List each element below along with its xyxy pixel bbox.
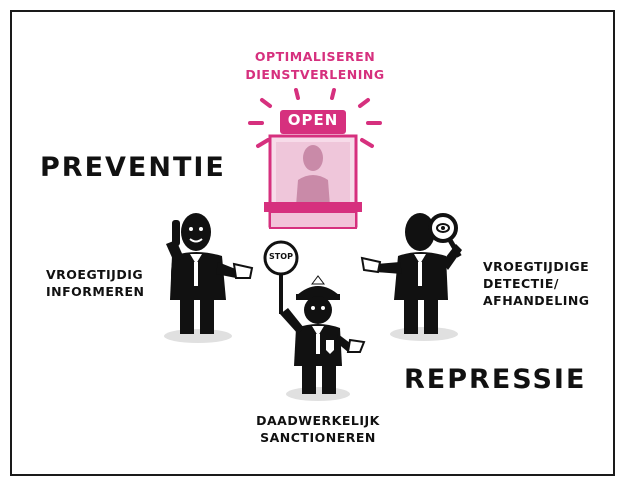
service-booth: [248, 88, 382, 229]
label-detectie-line1: VROEGTIJDIGE: [483, 259, 590, 274]
goal-caption-line1: OPTIMALISEREN: [254, 49, 376, 64]
goal-caption-line2: DIENSTVERLENING: [245, 67, 385, 82]
open-sign-label: OPEN: [287, 111, 339, 129]
label-informeren-line1: VROEGTIJDIG: [46, 267, 144, 282]
label-sanctioneren-line2: SANCTIONEREN: [260, 430, 376, 445]
label-detectie: VROEGTIJDIGE DETECTIE/ AFHANDELING: [483, 258, 590, 309]
label-sanctioneren-line1: DAADWERKELIJK: [256, 413, 380, 428]
heading-preventie: PREVENTIE: [40, 152, 226, 183]
label-detectie-line2: DETECTIE/: [483, 276, 559, 291]
label-detectie-line3: AFHANDELING: [483, 293, 590, 308]
figure-detective: [360, 213, 462, 341]
label-informeren: VROEGTIJDIG INFORMEREN: [46, 266, 145, 300]
figure-phone: [164, 213, 254, 343]
figure-officer: [263, 240, 366, 401]
heading-repressie: REPRESSIE: [404, 364, 587, 395]
label-informeren-line2: INFORMEREN: [46, 284, 145, 299]
stop-sign-label: STOP: [269, 252, 293, 261]
goal-caption: OPTIMALISEREN DIENSTVERLENING: [240, 48, 390, 84]
label-sanctioneren: DAADWERKELIJK SANCTIONEREN: [248, 412, 388, 446]
